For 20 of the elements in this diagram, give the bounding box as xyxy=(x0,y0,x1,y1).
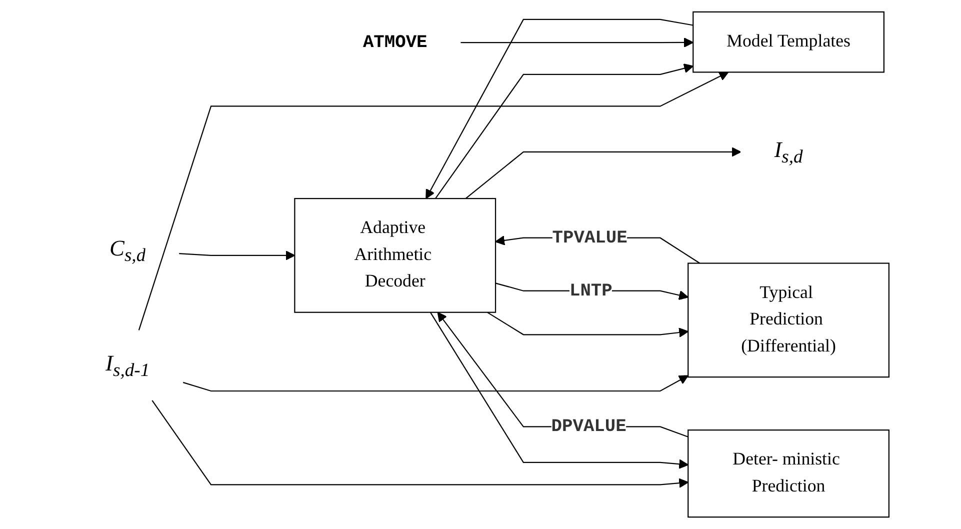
node-box: Deter- ministic Prediction xyxy=(688,429,890,518)
arrow xyxy=(179,250,296,260)
arrow xyxy=(182,375,689,392)
arrow xyxy=(486,312,689,338)
edge-label: DPVALUE xyxy=(551,416,626,437)
arrow xyxy=(152,400,689,488)
node-text: ATMOVE xyxy=(362,32,428,53)
edge-label: LNTP xyxy=(569,280,612,301)
node-text: I$_{s,d-1}$ xyxy=(106,351,150,380)
arrow xyxy=(426,18,694,199)
edge-label: TPVALUE xyxy=(552,228,628,248)
arrow xyxy=(460,38,694,48)
node-box: Adaptive Arithmetic Decoder xyxy=(294,198,496,313)
arrow xyxy=(434,64,694,199)
node-box: Model Templates xyxy=(692,11,884,73)
node-text: I$_{s,d}$ xyxy=(774,138,803,168)
arrow xyxy=(465,147,742,199)
node-text: C$_{s,d}$ xyxy=(110,236,146,266)
node-box: Typical Prediction (Differential) xyxy=(688,262,890,378)
arrow xyxy=(138,72,729,330)
